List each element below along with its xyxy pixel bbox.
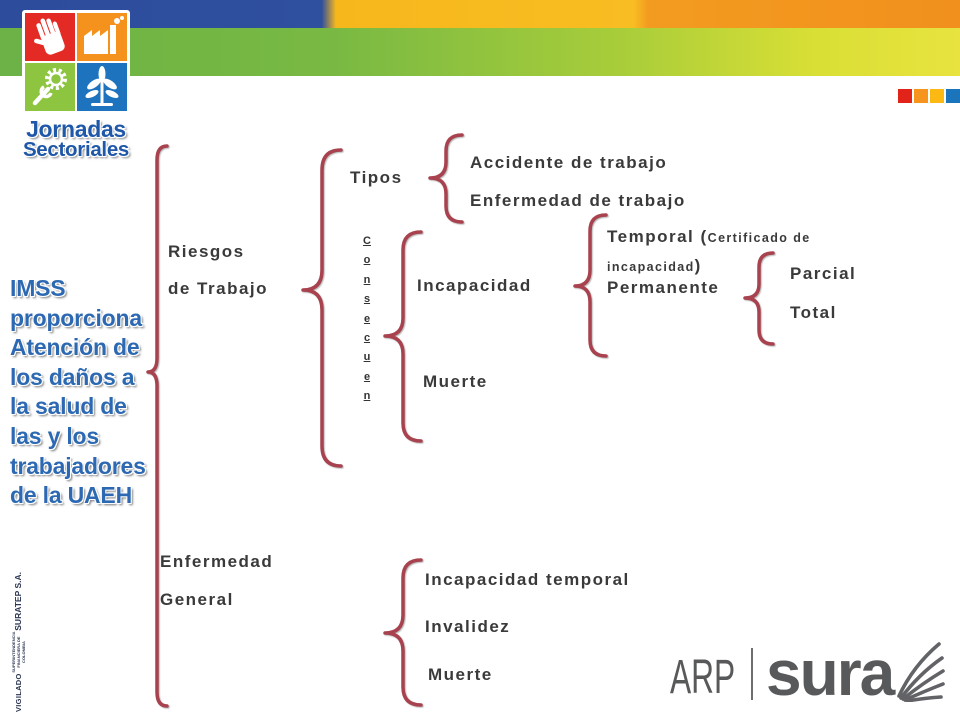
enfermedad-general-item: Invalidez <box>425 617 511 636</box>
logo-tile-red <box>25 13 75 61</box>
tipo-item: Accidente de trabajo <box>470 153 668 172</box>
accent-square-red <box>898 89 912 103</box>
accent-square-yellow <box>930 89 944 103</box>
incapacidad-permanente-item: Permanente <box>607 278 720 297</box>
heading-line: trabajadores <box>10 452 146 479</box>
temporal-close: ) <box>694 256 702 275</box>
heading-line: de la UAEH <box>10 482 132 509</box>
heading-line: los daños a <box>10 363 135 390</box>
heading-line: la salud de <box>10 393 127 420</box>
temporal-label: Temporal ( <box>607 227 708 246</box>
brace-riesgos <box>301 148 343 468</box>
enfermedad-general-item: Muerte <box>428 665 493 684</box>
jornadas-sectoriales-logo <box>22 10 130 114</box>
logo-tile-green <box>25 63 75 111</box>
brace-main <box>146 144 169 708</box>
brand-arp: ARP <box>670 651 736 704</box>
logo-tile-blue <box>77 63 127 111</box>
incapacidad-temporal-item: Temporal (Certificado de incapacidad) <box>607 223 839 281</box>
header-band-top <box>0 0 960 28</box>
consecuencias-vertical-label: Consecuen <box>363 235 371 403</box>
gear-wrench-icon <box>32 68 67 106</box>
slide-heading: IMSS proporciona Atención de los daños a… <box>10 274 160 511</box>
vigilado-label: VIGILADO <box>13 673 23 712</box>
riesgos-label: Riesgos <box>168 242 245 261</box>
riesgos-label-line2: de Trabajo <box>168 279 269 298</box>
factory-icon <box>84 16 124 54</box>
hand-icon <box>34 18 65 55</box>
header-band-green <box>0 28 960 76</box>
brace-tipos <box>428 133 464 224</box>
plant-icon <box>85 66 119 106</box>
logo-title: Jornadas <box>26 116 126 142</box>
brace-enfermedad-general <box>383 558 423 707</box>
brace-incapacidad <box>573 213 608 358</box>
brace-consecuencias <box>383 230 423 443</box>
enfermedad-general-label-line2: General <box>160 590 234 609</box>
brand-divider <box>751 648 753 700</box>
superintendencia-label: SUPERINTENDENCIA FINANCIERA DE COLOMBIA <box>10 631 26 673</box>
enfermedad-general-label: Enfermedad <box>160 552 274 571</box>
permanente-item: Total <box>790 303 837 322</box>
temporal-note: Certificado de incapacidad <box>607 231 811 274</box>
brand-sura: sura <box>766 637 895 709</box>
logo-subtitle: Sectoriales <box>22 138 130 161</box>
permanente-item: Parcial <box>790 264 857 283</box>
logo-tile-orange <box>77 13 127 61</box>
heading-line: Atención de <box>10 334 140 361</box>
enfermedad-general-item: Incapacidad temporal <box>425 570 630 589</box>
heading-line: proporciona <box>10 304 142 331</box>
suratep-label: SURATEP S.A. <box>13 572 23 631</box>
brace-permanente <box>743 251 775 346</box>
heading-line: las y los <box>10 422 99 449</box>
accent-square-blue <box>946 89 960 103</box>
vigilado-legal-text: VIGILADO SUPERINTENDENCIA FINANCIERA DE … <box>9 572 27 712</box>
tipo-item: Enfermedad de trabajo <box>470 191 686 210</box>
consecuencia-incapacidad: Incapacidad <box>417 276 532 295</box>
heading-line: IMSS <box>10 275 66 301</box>
tipos-label: Tipos <box>350 168 403 187</box>
accent-square-orange <box>914 89 928 103</box>
sura-swoosh-icon <box>897 642 945 702</box>
consecuencia-muerte: Muerte <box>423 372 488 391</box>
